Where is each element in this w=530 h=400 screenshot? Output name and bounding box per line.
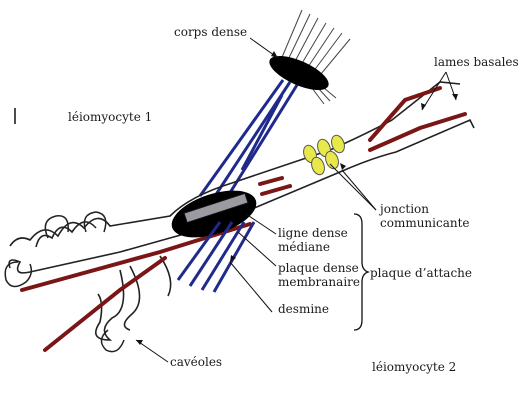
label-desmine: desmine bbox=[278, 302, 329, 316]
label-lames-basales: lames basales bbox=[434, 55, 519, 69]
leader-lines bbox=[135, 37, 457, 363]
plaque-attache-bracket bbox=[353, 213, 371, 331]
arrowheads bbox=[136, 51, 458, 345]
label-membranaire: membranaire bbox=[278, 275, 360, 289]
label-plaque-dense: plaque dense bbox=[278, 261, 359, 275]
label-corps-dense: corps dense bbox=[174, 25, 247, 39]
label-leiomyocyte-1: léiomyocyte 1 bbox=[68, 110, 152, 124]
ligne-dense-mediane bbox=[183, 192, 249, 224]
basal-laminae bbox=[20, 86, 467, 352]
label-communicante: communicante bbox=[380, 216, 470, 230]
corps-dense-filaments bbox=[279, 9, 351, 105]
corps-dense bbox=[269, 55, 329, 91]
label-leiomyocyte-2: léiomyocyte 2 bbox=[372, 360, 456, 374]
label-plaque-attache: plaque d’attache bbox=[370, 266, 472, 280]
label-mediane: médiane bbox=[278, 240, 330, 254]
caveoles bbox=[4, 211, 125, 353]
gap-junction-particles bbox=[303, 134, 345, 176]
label-jonction: jonction bbox=[378, 202, 429, 216]
label-ligne-dense: ligne dense bbox=[278, 226, 348, 240]
label-caveoles: cavéoles bbox=[170, 355, 222, 369]
desmin-filaments-upper bbox=[198, 79, 299, 197]
